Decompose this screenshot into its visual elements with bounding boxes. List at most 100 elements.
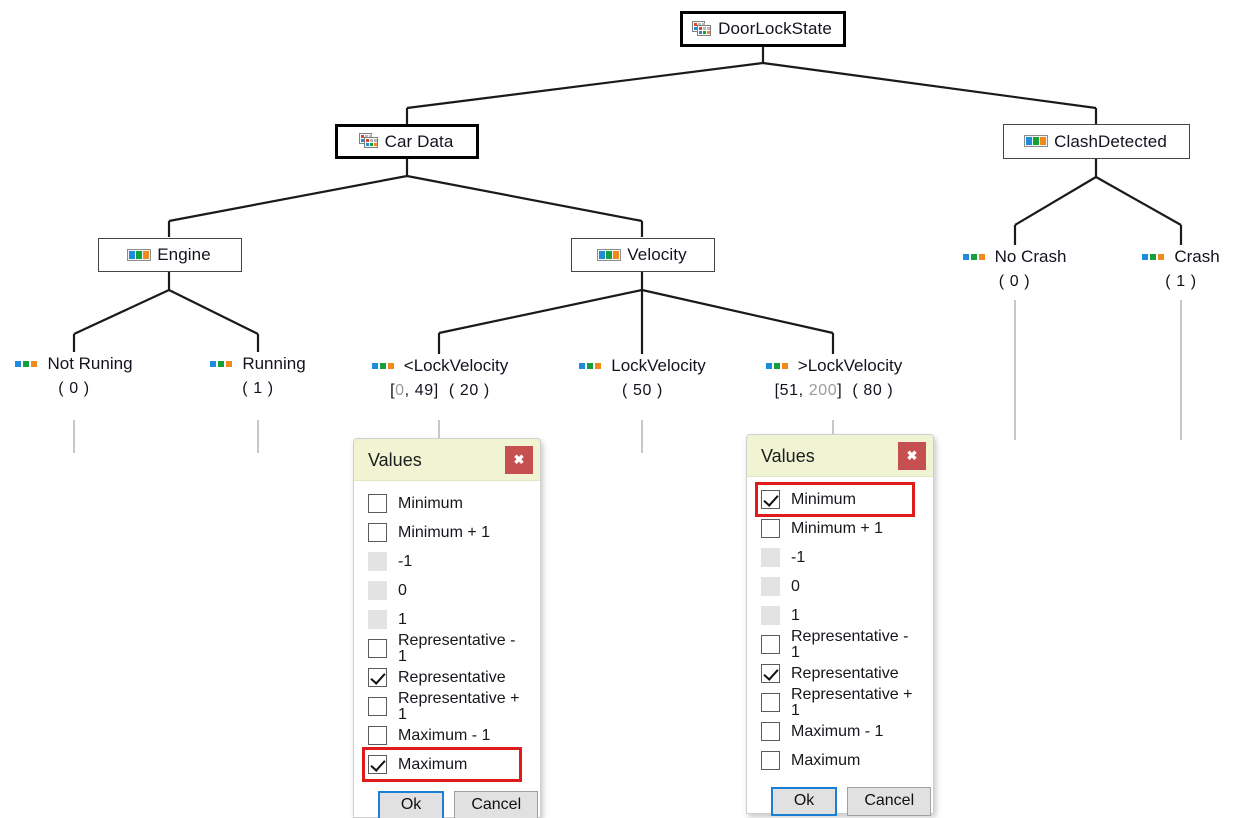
option-row-representative-minus-1[interactable]: Representative - 1 — [761, 627, 921, 661]
option-row-maximum-minus-1[interactable]: Maximum - 1 — [368, 721, 528, 750]
option-row-minimum-plus-1[interactable]: Minimum + 1 — [761, 514, 921, 543]
close-icon[interactable]: ✖ — [898, 441, 926, 470]
checkbox-maximum[interactable] — [368, 755, 387, 774]
dialog-buttons: Ok Cancel — [376, 785, 540, 818]
dialog-header: Values ✖ — [354, 439, 540, 481]
leaf-stub — [438, 420, 440, 440]
tree-leaf-label: LockVelocity — [611, 356, 706, 375]
option-label: 1 — [398, 610, 407, 628]
ok-button[interactable]: Ok — [770, 787, 838, 817]
tree-node-car-data[interactable]: Car Data — [335, 124, 479, 159]
chips-icon — [765, 362, 788, 369]
range-high: 49 — [414, 382, 434, 399]
tree-leaf-value: ( 20 ) — [448, 382, 490, 399]
checkbox-zero — [761, 577, 780, 596]
checkbox-minimum-plus-1[interactable] — [761, 519, 780, 538]
values-dialog-2[interactable]: Values ✖ Minimum Minimum + 1 -1 0 1 — [746, 434, 934, 817]
checkbox-one — [761, 606, 780, 625]
tree-node-engine[interactable]: Engine — [98, 238, 242, 272]
option-label: -1 — [398, 552, 413, 570]
option-label: Maximum - 1 — [398, 726, 491, 744]
dialog-options-list: Minimum Minimum + 1 -1 0 1 Representativ… — [354, 481, 540, 785]
chips-icon — [1142, 253, 1165, 260]
tree-leaf-no-crash[interactable]: No Crash ( 0 ) — [942, 248, 1087, 290]
checkbox-minus-1 — [368, 552, 387, 571]
option-row-representative-plus-1[interactable]: Representative + 1 — [761, 686, 921, 718]
checkbox-representative[interactable] — [368, 668, 387, 687]
checkbox-representative-minus-1[interactable] — [761, 635, 780, 654]
checkbox-maximum[interactable] — [761, 751, 780, 770]
tree-leaf-label: >LockVelocity — [797, 356, 903, 375]
enum-chips-icon — [597, 248, 622, 261]
option-row-maximum[interactable]: Maximum — [761, 746, 921, 775]
tree-leaf-crash[interactable]: Crash ( 1 ) — [1118, 248, 1235, 290]
close-icon[interactable]: ✖ — [505, 445, 533, 474]
option-row-representative[interactable]: Representative — [761, 659, 921, 688]
option-row-minimum[interactable]: Minimum — [368, 489, 528, 518]
values-dialog-1[interactable]: Values ✖ Minimum Minimum + 1 -1 0 1 — [353, 438, 541, 818]
option-label: Maximum - 1 — [791, 722, 884, 740]
option-label: Minimum — [398, 494, 463, 512]
option-label: Minimum + 1 — [398, 523, 491, 541]
ok-button[interactable]: Ok — [377, 791, 445, 818]
option-label: -1 — [791, 548, 806, 566]
enum-chips-icon — [1024, 135, 1049, 147]
option-row-one: 1 — [761, 601, 921, 630]
chips-icon — [962, 253, 985, 260]
dialog-buttons: Ok Cancel — [769, 781, 933, 818]
option-label: Maximum — [398, 755, 468, 773]
tree-leaf-gt-lockvelocity[interactable]: >LockVelocity [51, 200] ( 80 ) — [745, 357, 923, 399]
checkbox-minus-1 — [761, 548, 780, 567]
option-row-maximum-minus-1[interactable]: Maximum - 1 — [761, 717, 921, 746]
option-label: 0 — [791, 577, 800, 595]
checkbox-minimum-plus-1[interactable] — [368, 523, 387, 542]
cancel-button[interactable]: Cancel — [454, 791, 539, 818]
tree-node-label: DoorLockState — [718, 19, 832, 38]
cancel-button[interactable]: Cancel — [847, 787, 932, 817]
checkbox-one — [368, 610, 387, 629]
option-row-representative[interactable]: Representative — [368, 663, 528, 692]
enum-chips-icon — [127, 248, 152, 261]
dialog-title: Values — [368, 449, 422, 470]
tree-leaf-value: ( 50 ) — [622, 382, 663, 399]
tree-leaf-value: ( 0 ) — [998, 273, 1031, 290]
tree-node-clash-detected[interactable]: ClashDetected — [1003, 124, 1190, 159]
option-label: Representative — [791, 664, 899, 682]
class-table-icon — [692, 20, 712, 37]
tree-leaf-value: ( 80 ) — [852, 382, 894, 399]
option-label: Maximum — [791, 751, 861, 769]
option-row-maximum[interactable]: Maximum — [362, 747, 522, 782]
tree-node-label: ClashDetected — [1054, 131, 1167, 151]
tree-leaf-running[interactable]: Running ( 1 ) — [188, 355, 328, 397]
tree-leaf-lt-lockvelocity[interactable]: <LockVelocity [0, 49] ( 20 ) — [355, 357, 525, 399]
option-row-minimum[interactable]: Minimum — [755, 482, 915, 517]
option-label: Minimum — [791, 490, 856, 508]
checkbox-maximum-minus-1[interactable] — [761, 722, 780, 741]
tree-node-root[interactable]: DoorLockState — [680, 11, 846, 47]
option-row-minus-1: -1 — [761, 543, 921, 572]
chips-icon — [15, 360, 38, 367]
option-row-minimum-plus-1[interactable]: Minimum + 1 — [368, 518, 528, 547]
checkbox-representative-plus-1[interactable] — [761, 693, 780, 712]
range-high: 200 — [808, 382, 838, 399]
option-label: Representative - 1 — [398, 631, 516, 665]
tree-node-velocity[interactable]: Velocity — [571, 238, 715, 272]
tree-leaf-value: ( 0 ) — [58, 380, 90, 397]
checkbox-representative-minus-1[interactable] — [368, 639, 387, 658]
option-row-zero: 0 — [761, 572, 921, 601]
tree-leaf-not-runing[interactable]: Not Runing ( 0 ) — [0, 355, 148, 397]
option-row-representative-minus-1[interactable]: Representative - 1 — [368, 631, 528, 665]
dialog-header: Values ✖ — [747, 435, 933, 477]
checkbox-minimum[interactable] — [368, 494, 387, 513]
checkbox-zero — [368, 581, 387, 600]
tree-leaf-lockvelocity[interactable]: LockVelocity ( 50 ) — [565, 357, 720, 399]
option-row-representative-plus-1[interactable]: Representative + 1 — [368, 690, 528, 722]
checkbox-minimum[interactable] — [761, 490, 780, 509]
option-label: Minimum + 1 — [791, 519, 884, 537]
checkbox-representative[interactable] — [761, 664, 780, 683]
checkbox-representative-plus-1[interactable] — [368, 697, 387, 716]
option-label: 1 — [791, 606, 800, 624]
option-label: Representative - 1 — [791, 627, 909, 661]
checkbox-maximum-minus-1[interactable] — [368, 726, 387, 745]
